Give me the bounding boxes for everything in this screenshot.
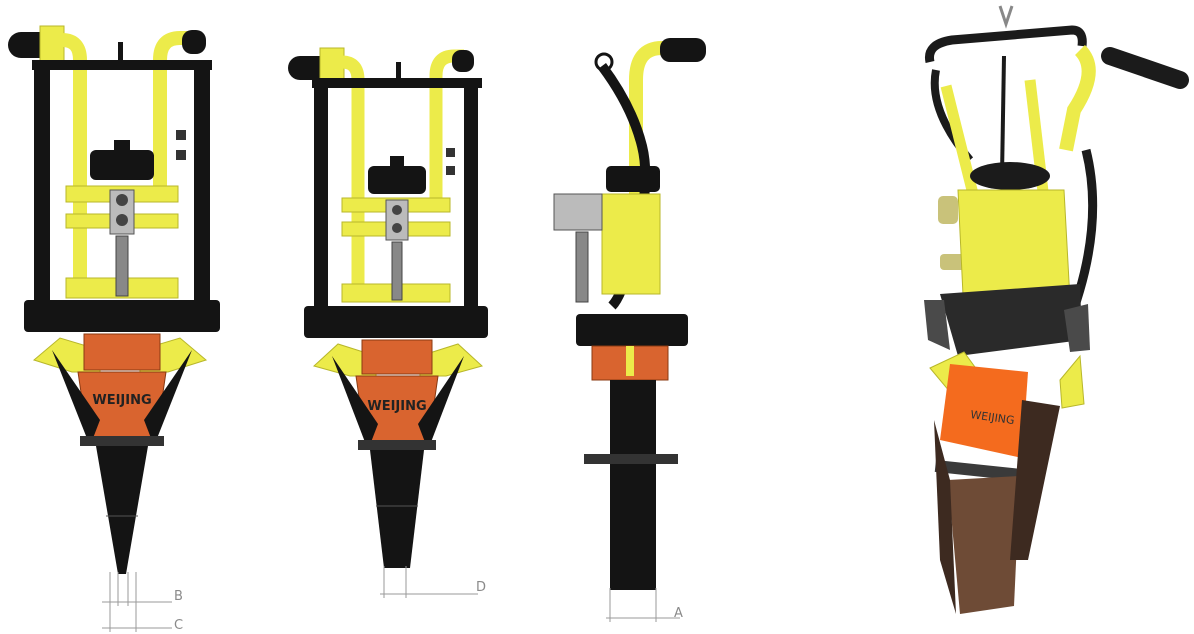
dimension-lines [606,588,680,622]
brand-label: WEIJING [970,408,1016,427]
brand-label: WEIJING [367,399,426,414]
handle-grip [1101,47,1189,89]
handle-grip [660,38,706,62]
hydraulic-couplers [109,189,135,235]
base-plate [24,300,220,332]
wedge-housing [940,364,1028,458]
spring [934,460,1018,481]
cylinder-cap [90,150,154,180]
dimension-label-a: A [674,606,683,621]
dimension-lines [380,566,478,598]
top-handle [924,25,1087,63]
base-plate [576,314,688,346]
cylinder-body [601,193,661,295]
splitter-side-view: A [553,38,706,622]
yellow-rod-right [153,31,192,190]
spring [80,436,164,446]
frame-left [34,66,50,310]
splitter-front-view-1: WEIJING B C [8,25,220,633]
yellow-rod-left [61,33,87,290]
wedge-blade [610,464,656,590]
brand-label: WEIJING [92,393,151,408]
dimension-label-d: D [476,580,486,595]
splitter-front-view-2: WEIJING D [288,47,488,598]
splitter-product-photo: WEIJING [924,5,1189,614]
wedge-blade [96,446,148,574]
dimension-label-b: B [174,589,183,604]
handle-grip-right [182,30,206,54]
frame-right [194,66,210,310]
dimension-label-c: C [174,618,183,633]
wedge-blade [948,476,1020,614]
lifting-hook [998,5,1014,29]
dimension-lines [102,572,172,632]
frame-top [32,60,212,70]
base-plate [940,284,1082,356]
